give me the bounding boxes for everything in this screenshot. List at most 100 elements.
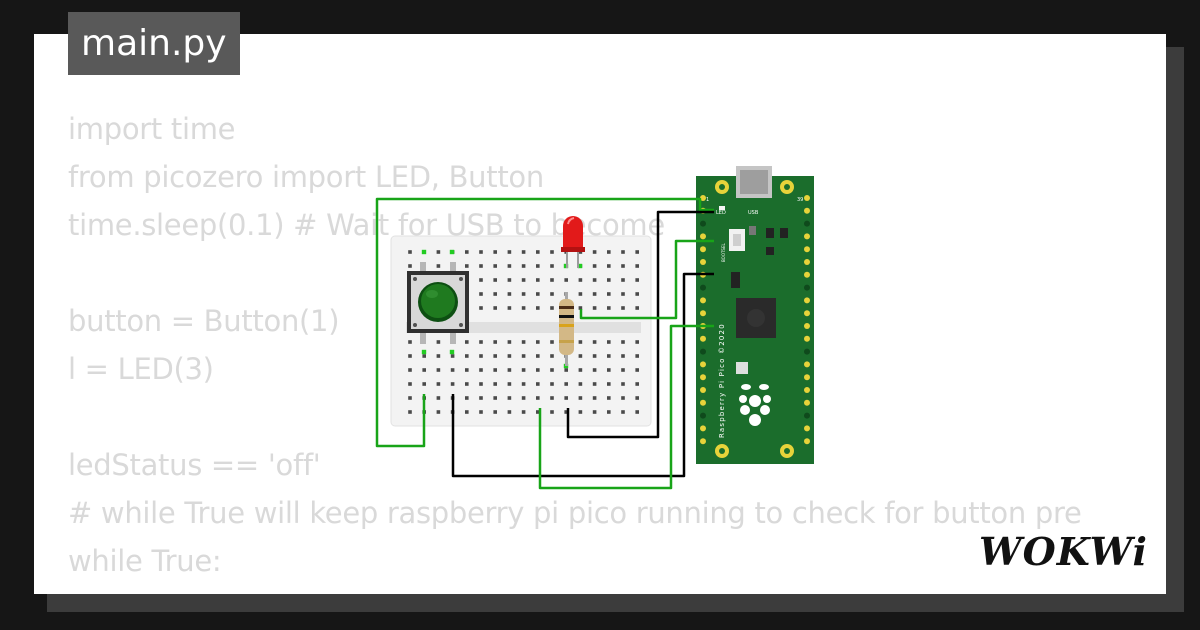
breadboard-hole xyxy=(564,410,568,414)
pico-pin xyxy=(804,425,810,432)
breadboard-hole xyxy=(521,382,526,386)
connected-hole xyxy=(421,349,427,355)
breadboard-hole xyxy=(479,250,483,254)
pico-pin xyxy=(804,284,810,291)
breadboard-hole xyxy=(550,382,554,386)
breadboard-hole xyxy=(507,396,512,400)
pin1-label: 1 xyxy=(706,197,709,203)
breadboard-hole xyxy=(635,368,639,372)
breadboard-hole xyxy=(607,410,611,414)
breadboard-hole xyxy=(436,264,441,268)
code-line: import time xyxy=(68,112,236,146)
breadboard-hole xyxy=(450,368,455,372)
breadboard-hole xyxy=(550,306,554,310)
pico-pin xyxy=(804,310,810,317)
wire-black-1 xyxy=(451,272,714,478)
push-button[interactable] xyxy=(407,262,469,344)
breadboard-hole xyxy=(607,340,611,344)
breadboard-hole xyxy=(635,340,639,344)
breadboard-hole xyxy=(607,306,611,310)
breadboard-hole xyxy=(578,354,583,358)
breadboard-hole xyxy=(550,340,554,344)
breadboard-hole xyxy=(493,264,497,268)
code-line: pressOfButton = button.is_pressed xyxy=(68,585,1082,594)
pico-pin xyxy=(804,207,810,214)
breadboard-hole xyxy=(592,354,597,358)
breadboard-hole xyxy=(479,278,483,282)
breadboard-hole xyxy=(621,250,625,254)
breadboard-hole xyxy=(592,264,597,268)
breadboard-hole xyxy=(450,354,455,358)
breadboard-hole xyxy=(536,410,540,414)
breadboard-hole xyxy=(479,368,483,372)
pico-pin xyxy=(804,323,810,329)
breadboard-hole xyxy=(564,382,568,386)
pico-pin xyxy=(700,335,706,342)
breadboard-hole xyxy=(408,410,412,414)
breadboard-hole xyxy=(479,382,483,386)
breadboard-hole xyxy=(621,340,625,344)
pico-pin xyxy=(700,387,706,393)
breadboard-hole xyxy=(493,396,497,400)
breadboard-hole xyxy=(635,354,639,358)
breadboard-hole xyxy=(578,292,583,296)
usb-silk-label: USB xyxy=(748,210,759,216)
breadboard-hole xyxy=(564,396,568,400)
breadboard-hole xyxy=(479,264,483,268)
breadboard-hole xyxy=(465,396,469,400)
breadboard-hole xyxy=(493,278,497,282)
breadboard-hole xyxy=(550,278,554,282)
breadboard-hole xyxy=(592,306,597,310)
breadboard-hole xyxy=(408,264,412,268)
breadboard-hole xyxy=(635,382,639,386)
raspberry-pi-pico[interactable]: 1 39 LED USB BOOTSEL Raspberry Pi Pico ©… xyxy=(696,166,814,464)
breadboard-hole xyxy=(635,278,639,282)
led-silk-label: LED xyxy=(716,210,726,216)
pico-pin xyxy=(804,438,810,445)
breadboard-hole xyxy=(479,396,483,400)
breadboard-hole xyxy=(536,368,540,372)
breadboard-hole xyxy=(550,354,554,358)
breadboard-hole xyxy=(536,292,540,296)
red-led[interactable] xyxy=(561,216,585,268)
breadboard-hole xyxy=(578,278,583,282)
pico-pin xyxy=(804,348,810,355)
resistor[interactable] xyxy=(559,292,574,366)
breadboard-hole xyxy=(507,306,512,310)
breadboard-hole xyxy=(592,292,597,296)
wire-black-2 xyxy=(566,210,714,439)
wire-green-1 xyxy=(375,197,714,448)
pico-pin xyxy=(700,425,706,432)
wokwi-logo-text: WOKWi xyxy=(979,529,1148,574)
wires[interactable] xyxy=(375,197,714,490)
pico-pin xyxy=(804,361,810,368)
breadboard-hole xyxy=(436,396,441,400)
wokwi-logo[interactable]: WOKWi xyxy=(975,527,1150,577)
breadboard-hole xyxy=(578,410,583,414)
breadboard-hole xyxy=(507,340,512,344)
pico-pin xyxy=(700,246,706,253)
file-tab[interactable]: main.py xyxy=(68,12,240,75)
pico-pin xyxy=(700,297,706,304)
breadboard-hole xyxy=(607,382,611,386)
code-line: l = LED(3) xyxy=(68,352,214,386)
breadboard-hole xyxy=(408,354,412,358)
breadboard-hole xyxy=(592,410,597,414)
breadboard-hole xyxy=(493,354,497,358)
breadboard-hole xyxy=(408,396,412,400)
code-line: while True: xyxy=(68,544,222,578)
pico-pin xyxy=(804,195,810,201)
breadboard-hole xyxy=(635,306,639,310)
breadboard-hole xyxy=(592,340,597,344)
breadboard-hole xyxy=(507,278,512,282)
pico-pin xyxy=(804,374,810,381)
breadboard-hole xyxy=(507,354,512,358)
pico-pin xyxy=(804,246,810,253)
breadboard-hole xyxy=(550,396,554,400)
breadboard-hole xyxy=(436,410,441,414)
breadboard-hole xyxy=(465,250,469,254)
pico-pin xyxy=(804,412,810,419)
breadboard-hole xyxy=(621,292,625,296)
breadboard-hole xyxy=(578,306,583,310)
